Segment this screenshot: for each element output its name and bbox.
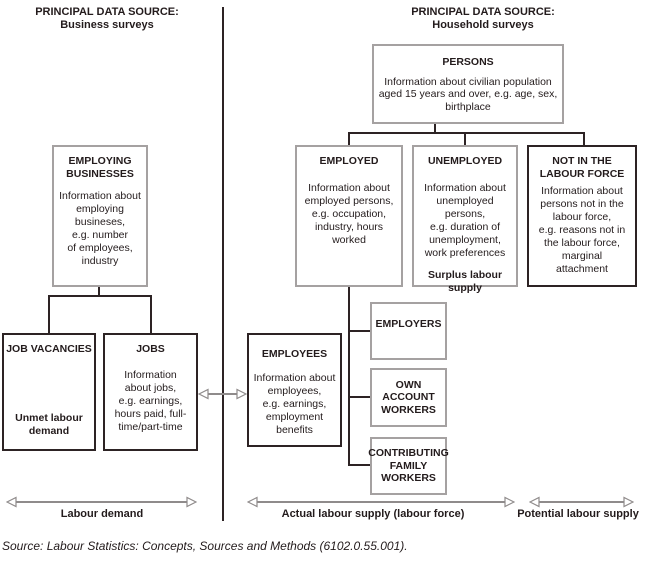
source-citation: Source: Labour Statistics: Concepts, Sou…	[2, 539, 408, 553]
employees-body: Information about employees, e.g. earnin…	[253, 371, 336, 436]
employed-box: EMPLOYED Information about employed pers…	[295, 145, 403, 287]
unemployed-footer: Surplus labour supply	[427, 268, 503, 294]
job-vacancies-title: JOB VACANCIES	[6, 343, 92, 355]
job-vacancies-box: JOB VACANCIES Unmet labour demand	[2, 333, 96, 451]
job-vacancies-footer: Unmet labour demand	[15, 412, 83, 437]
connector-eb-stub	[98, 287, 100, 296]
employing-businesses-title: EMPLOYING BUSINESSES	[66, 155, 134, 180]
connector-unemployed-stub	[464, 132, 466, 145]
jobs-title: JOBS	[136, 343, 165, 355]
right-header-line1: PRINCIPAL DATA SOURCE:	[411, 6, 555, 18]
jobs-employees-double-arrow-icon	[198, 388, 247, 400]
connector-employed-vline	[348, 287, 350, 466]
not-in-labour-force-title: NOT IN THE LABOUR FORCE	[539, 155, 625, 180]
employees-title: EMPLOYEES	[261, 348, 328, 360]
connector-jobs-stub	[150, 295, 152, 333]
not-in-labour-force-body: Information about persons not in the lab…	[538, 185, 626, 275]
labour-demand-double-arrow-icon	[6, 496, 197, 508]
own-account-workers-box: OWN ACCOUNT WORKERS	[370, 368, 447, 427]
unemployed-box: UNEMPLOYED Information about unemployed …	[412, 145, 518, 294]
employing-businesses-body: Information about employing busineses, e…	[59, 190, 141, 267]
own-account-workers-title: OWN ACCOUNT WORKERS	[381, 378, 436, 416]
connector-persons-hline	[348, 132, 585, 134]
labour-demand-label: Labour demand	[60, 508, 144, 520]
actual-labour-supply-double-arrow-icon	[247, 496, 515, 508]
left-header-line1: PRINCIPAL DATA SOURCE:	[35, 6, 179, 18]
connector-own-account-stub	[348, 396, 370, 398]
unemployed-body: Information about unemployed persons, e.…	[424, 181, 506, 259]
connector-persons-stub	[434, 124, 436, 133]
contributing-family-workers-box: CONTRIBUTING FAMILY WORKERS	[368, 437, 449, 495]
employers-box: EMPLOYERS	[370, 302, 447, 360]
employees-box: EMPLOYEES Information about employees, e…	[247, 333, 342, 447]
persons-box: PERSONS Information about civilian popul…	[372, 44, 564, 124]
employers-title: EMPLOYERS	[375, 317, 442, 330]
connector-nilf-stub	[583, 132, 585, 145]
potential-labour-supply-label: Potential labour supply	[517, 508, 639, 520]
connector-job-vacancies-stub	[48, 295, 50, 333]
employed-title: EMPLOYED	[319, 155, 379, 167]
employed-body: Information about employed persons, e.g.…	[304, 181, 394, 246]
employing-businesses-box: EMPLOYING BUSINESSES Information about e…	[52, 145, 148, 287]
actual-labour-supply-label: Actual labour supply (labour force)	[281, 508, 465, 520]
potential-labour-supply-double-arrow-icon	[529, 496, 634, 508]
not-in-labour-force-box: NOT IN THE LABOUR FORCE Information abou…	[527, 145, 637, 287]
connector-contributing-stub	[348, 464, 370, 466]
jobs-body: Information about jobs, e.g. earnings, h…	[114, 368, 187, 433]
left-column-header: PRINCIPAL DATA SOURCE: Business surveys	[27, 6, 187, 32]
left-header-line2: Business surveys	[60, 19, 154, 31]
right-column-header: PRINCIPAL DATA SOURCE: Household surveys	[403, 6, 563, 32]
connector-eb-hline	[48, 295, 152, 297]
right-header-line2: Household surveys	[432, 19, 534, 31]
persons-body: Information about civilian population ag…	[378, 75, 558, 113]
column-divider-line	[222, 7, 224, 521]
connector-employed-stub	[348, 132, 350, 145]
unemployed-title: UNEMPLOYED	[427, 155, 503, 167]
persons-title: PERSONS	[442, 56, 494, 68]
jobs-box: JOBS Information about jobs, e.g. earnin…	[103, 333, 198, 451]
contributing-family-workers-title: CONTRIBUTING FAMILY WORKERS	[368, 447, 449, 485]
connector-employers-stub	[348, 330, 370, 332]
